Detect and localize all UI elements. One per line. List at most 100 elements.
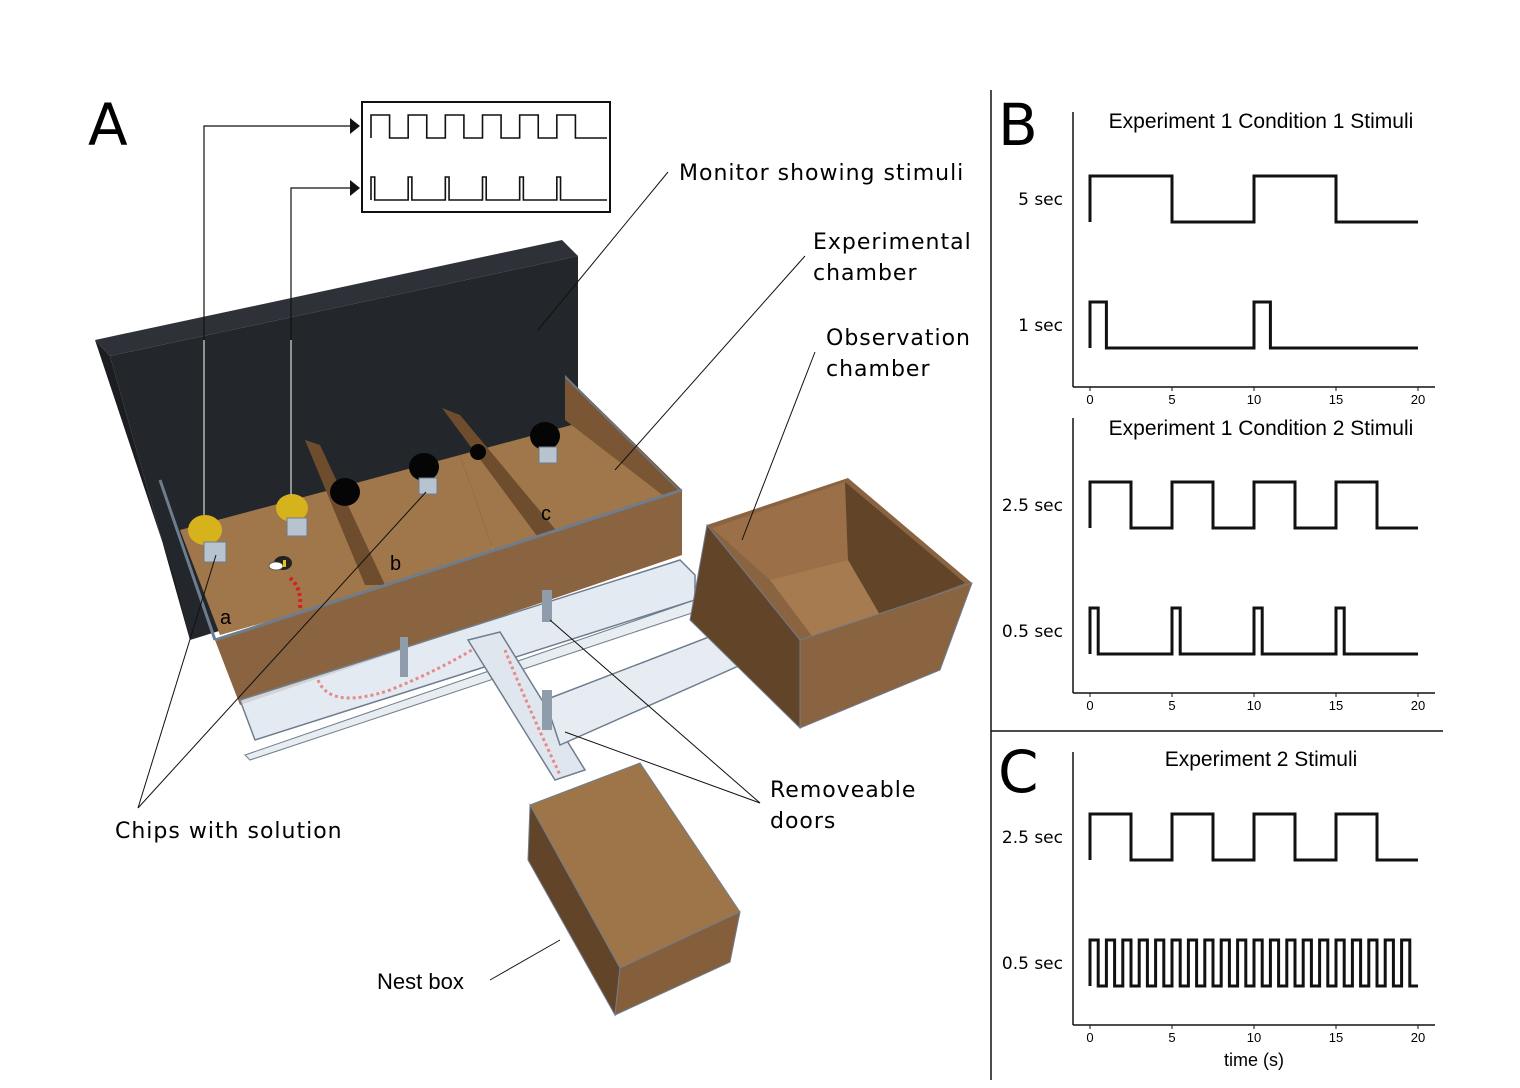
chart-title: Experiment 2 Stimuli bbox=[1165, 748, 1358, 771]
bee-wing bbox=[268, 561, 284, 571]
door-3[interactable] bbox=[400, 637, 408, 677]
bee-path-faded-2 bbox=[503, 649, 562, 776]
corridor-glass bbox=[239, 559, 696, 741]
chip-dark-1 bbox=[330, 478, 360, 506]
panel-letter-a: A bbox=[88, 91, 128, 159]
panel-letter-b: B bbox=[998, 91, 1038, 159]
series-label: 1 sec bbox=[1018, 316, 1063, 336]
nest-corridor bbox=[466, 624, 753, 781]
arrowhead-2 bbox=[350, 180, 360, 196]
stimulus-charts: Experiment 1 Condition 1 Stimuli 0 5 10 15 20… bbox=[1002, 110, 1435, 1070]
panel-letter-c: C bbox=[998, 738, 1039, 806]
label-monitor: Monitor showing stimuli bbox=[679, 161, 964, 186]
x-tick-label: 5 bbox=[1168, 698, 1175, 713]
leader-door-1 bbox=[549, 619, 761, 804]
x-tick-label: 20 bbox=[1411, 698, 1425, 713]
label-doors-1: Removeable bbox=[770, 778, 916, 803]
chips bbox=[188, 422, 560, 563]
compartment-label-b: b bbox=[390, 553, 401, 575]
leader-experimental bbox=[614, 255, 806, 471]
series-label: 2.5 sec bbox=[1002, 496, 1063, 516]
x-tick-label: 15 bbox=[1329, 392, 1343, 407]
label-experimental-2: chamber bbox=[813, 261, 918, 286]
series-waveform-5-sec bbox=[1088, 174, 1418, 224]
leader-monitor bbox=[537, 171, 669, 331]
chart-2: Experiment 1 Condition 2 Stimuli 0 5 10 15 20… bbox=[1002, 417, 1435, 713]
chart-3: Experiment 2 Stimuli 0 5 10 15 20 time (s) 2.5 … bbox=[1002, 748, 1435, 1070]
obs-front-face bbox=[799, 582, 973, 729]
inset-wave-bottom bbox=[370, 176, 607, 201]
chip-holder-2 bbox=[286, 517, 308, 537]
bee-icon bbox=[268, 556, 292, 571]
series-waveform-2.5-sec bbox=[1088, 480, 1418, 530]
nest-corridor-glass bbox=[466, 631, 587, 781]
x-tick-label: 10 bbox=[1247, 698, 1261, 713]
x-tick-label: 0 bbox=[1086, 1030, 1093, 1045]
panel-a: A bbox=[88, 91, 973, 1017]
chip-lit-1 bbox=[188, 515, 222, 545]
inset-waves bbox=[370, 114, 607, 201]
label-nest: Nest box bbox=[377, 969, 464, 994]
chip-holder-4 bbox=[538, 446, 558, 464]
x-tick-label: 15 bbox=[1329, 698, 1343, 713]
observation-chamber bbox=[689, 478, 973, 730]
x-tick-label: 0 bbox=[1086, 698, 1093, 713]
wall-edge bbox=[565, 375, 680, 492]
label-observation-1: Observation bbox=[826, 326, 971, 351]
obs-back-wall bbox=[712, 482, 848, 580]
series-label: 0.5 sec bbox=[1002, 622, 1063, 642]
left-wall-edge bbox=[158, 479, 217, 641]
label-observation-2: chamber bbox=[826, 357, 931, 382]
bee-stripe bbox=[283, 560, 286, 567]
leader-nest bbox=[489, 939, 561, 981]
label-experimental-1: Experimental bbox=[813, 230, 972, 255]
series-label: 5 sec bbox=[1018, 190, 1063, 210]
chip-dark-4 bbox=[530, 422, 560, 450]
series-label: 2.5 sec bbox=[1002, 828, 1063, 848]
x-tick-label: 20 bbox=[1411, 1030, 1425, 1045]
chip-dark-3 bbox=[470, 444, 486, 460]
inset-monitor bbox=[361, 101, 611, 213]
chip-arrows bbox=[203, 118, 360, 515]
leader-door-2 bbox=[564, 731, 761, 804]
series-waveform-0.5-sec bbox=[1088, 938, 1418, 988]
door-2[interactable] bbox=[542, 690, 552, 730]
chart-title: Experiment 1 Condition 2 Stimuli bbox=[1109, 417, 1414, 440]
chamber-front-wall bbox=[215, 490, 682, 705]
obs-right-wall bbox=[845, 482, 965, 615]
leader-lines bbox=[137, 171, 816, 981]
leader-observation bbox=[741, 351, 816, 541]
leader-chip-2 bbox=[137, 491, 427, 809]
divider-ab bbox=[305, 440, 385, 585]
chip-holder-1 bbox=[203, 541, 227, 563]
obs-floor bbox=[770, 560, 880, 640]
compartment-label-c: c bbox=[541, 503, 551, 525]
x-tick-label: 5 bbox=[1168, 392, 1175, 407]
x-axis-label: time (s) bbox=[1224, 1050, 1284, 1070]
chart-title: Experiment 1 Condition 1 Stimuli bbox=[1109, 110, 1414, 133]
x-tick-label: 5 bbox=[1168, 1030, 1175, 1045]
series-waveform-0.5-sec bbox=[1088, 606, 1418, 656]
chip-dark-2 bbox=[409, 453, 439, 481]
front-wall-rim bbox=[214, 488, 683, 642]
label-doors-2: doors bbox=[770, 809, 836, 834]
door-1[interactable] bbox=[542, 590, 552, 622]
x-tick-label: 15 bbox=[1329, 1030, 1343, 1045]
x-tick-label: 0 bbox=[1086, 392, 1093, 407]
bee-path-faded bbox=[316, 643, 481, 700]
compartment-label-a: a bbox=[220, 607, 232, 629]
chip-holder-3 bbox=[418, 477, 438, 495]
series-label: 0.5 sec bbox=[1002, 954, 1063, 974]
leader-chip-1 bbox=[137, 554, 217, 809]
x-tick-label: 10 bbox=[1247, 392, 1261, 407]
label-chips: Chips with solution bbox=[115, 819, 343, 844]
chamber-right-wall bbox=[565, 375, 682, 510]
nest-box bbox=[527, 762, 741, 1017]
monitor-top-edge bbox=[95, 240, 578, 356]
series-waveform-2.5-sec bbox=[1088, 812, 1418, 862]
inset-wave-top bbox=[370, 114, 607, 139]
x-tick-label: 10 bbox=[1247, 1030, 1261, 1045]
series-waveform-1-sec bbox=[1088, 300, 1418, 350]
